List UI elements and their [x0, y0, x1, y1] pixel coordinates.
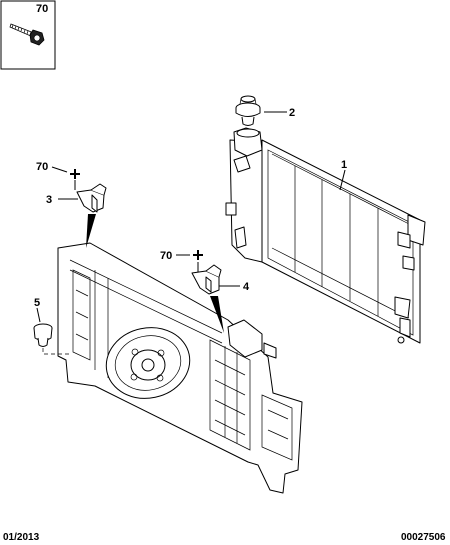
inset-part-number: 70: [36, 3, 48, 15]
bracket-right: [191, 262, 224, 333]
screw-left-plus-icon: [70, 169, 80, 179]
screw-icon: [9, 23, 45, 46]
inset-screw-box: 70: [0, 0, 56, 70]
filler-cap: [235, 95, 261, 126]
rubber-mount: [33, 323, 70, 355]
leader-lines: [36, 111, 346, 323]
callout-4: 4: [243, 281, 250, 293]
screw-right-plus-icon: [193, 250, 203, 260]
callout-70-right: 70: [160, 250, 172, 262]
bracket-left: [74, 180, 107, 248]
callout-70-left: 70: [36, 161, 48, 173]
fan-shroud: [57, 242, 303, 494]
radiator: [225, 127, 426, 344]
callout-1: 1: [341, 159, 347, 171]
callout-5: 5: [34, 297, 40, 309]
callout-2: 2: [289, 107, 295, 119]
footer-reference: 00027506: [401, 532, 446, 543]
callout-3: 3: [46, 194, 52, 206]
footer-date: 01/2013: [3, 532, 40, 543]
